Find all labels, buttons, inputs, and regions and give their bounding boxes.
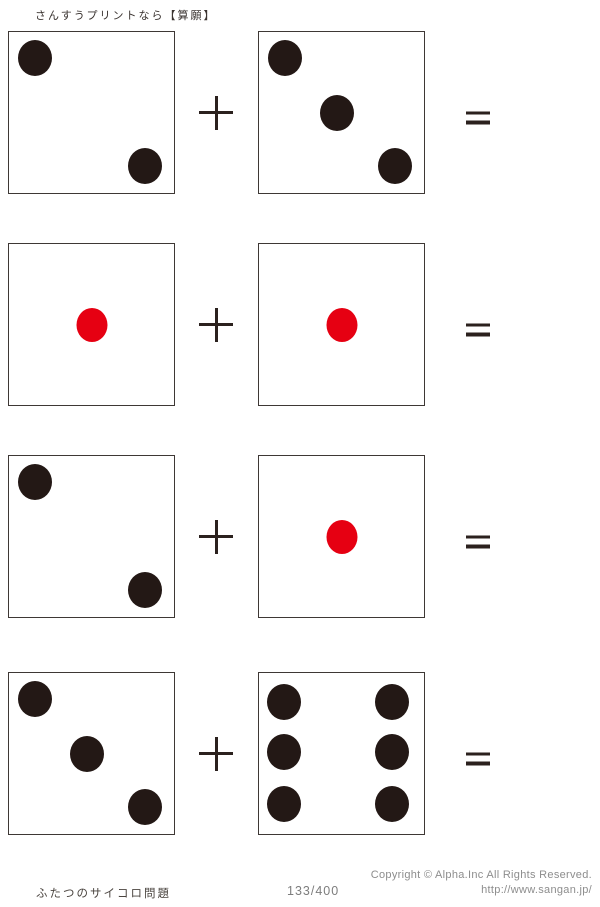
- die-pip: [18, 463, 53, 500]
- equals-icon: [466, 535, 490, 548]
- die-pip: [268, 39, 303, 76]
- plus-icon: [199, 736, 233, 771]
- copyright-url: http://www.sangan.jp/: [481, 884, 592, 896]
- plus-icon: [199, 95, 233, 130]
- equals-icon: [466, 111, 490, 124]
- die-left: [8, 672, 175, 835]
- die-pip: [326, 519, 357, 554]
- die-left: [8, 243, 175, 406]
- die-left: [8, 31, 175, 194]
- equals-icon: [466, 752, 490, 765]
- die-pip: [266, 733, 301, 770]
- die-pip: [18, 39, 53, 76]
- die-right: [258, 455, 425, 618]
- die-pip: [69, 735, 104, 772]
- die-right: [258, 243, 425, 406]
- page-title: さんすうプリントなら【算願】: [35, 10, 217, 22]
- copyright-line: Copyright © Alpha.Inc All Rights Reserve…: [370, 869, 592, 881]
- die-pip: [128, 572, 163, 609]
- copyright-notice: Copyright © Alpha.Inc All Rights Reserve…: [371, 868, 592, 898]
- die-pip: [319, 94, 354, 131]
- worksheet-title: ふたつのサイコロ問題: [36, 888, 171, 900]
- die-left: [8, 455, 175, 618]
- die-pip: [374, 733, 409, 770]
- die-right: [258, 31, 425, 194]
- page-number: 133/400: [287, 884, 340, 898]
- die-pip: [378, 148, 413, 185]
- die-pip: [266, 683, 301, 720]
- die-right: [258, 672, 425, 835]
- die-pip: [374, 786, 409, 823]
- equals-icon: [466, 323, 490, 336]
- problem-row: [0, 31, 600, 194]
- die-pip: [76, 307, 107, 342]
- problem-row: [0, 243, 600, 406]
- plus-icon: [199, 519, 233, 554]
- plus-icon: [199, 307, 233, 342]
- die-pip: [374, 683, 409, 720]
- die-pip: [266, 786, 301, 823]
- die-pip: [326, 307, 357, 342]
- die-pip: [128, 789, 163, 826]
- problem-row: [0, 672, 600, 835]
- die-pip: [128, 148, 163, 185]
- problem-row: [0, 455, 600, 618]
- die-pip: [18, 680, 53, 717]
